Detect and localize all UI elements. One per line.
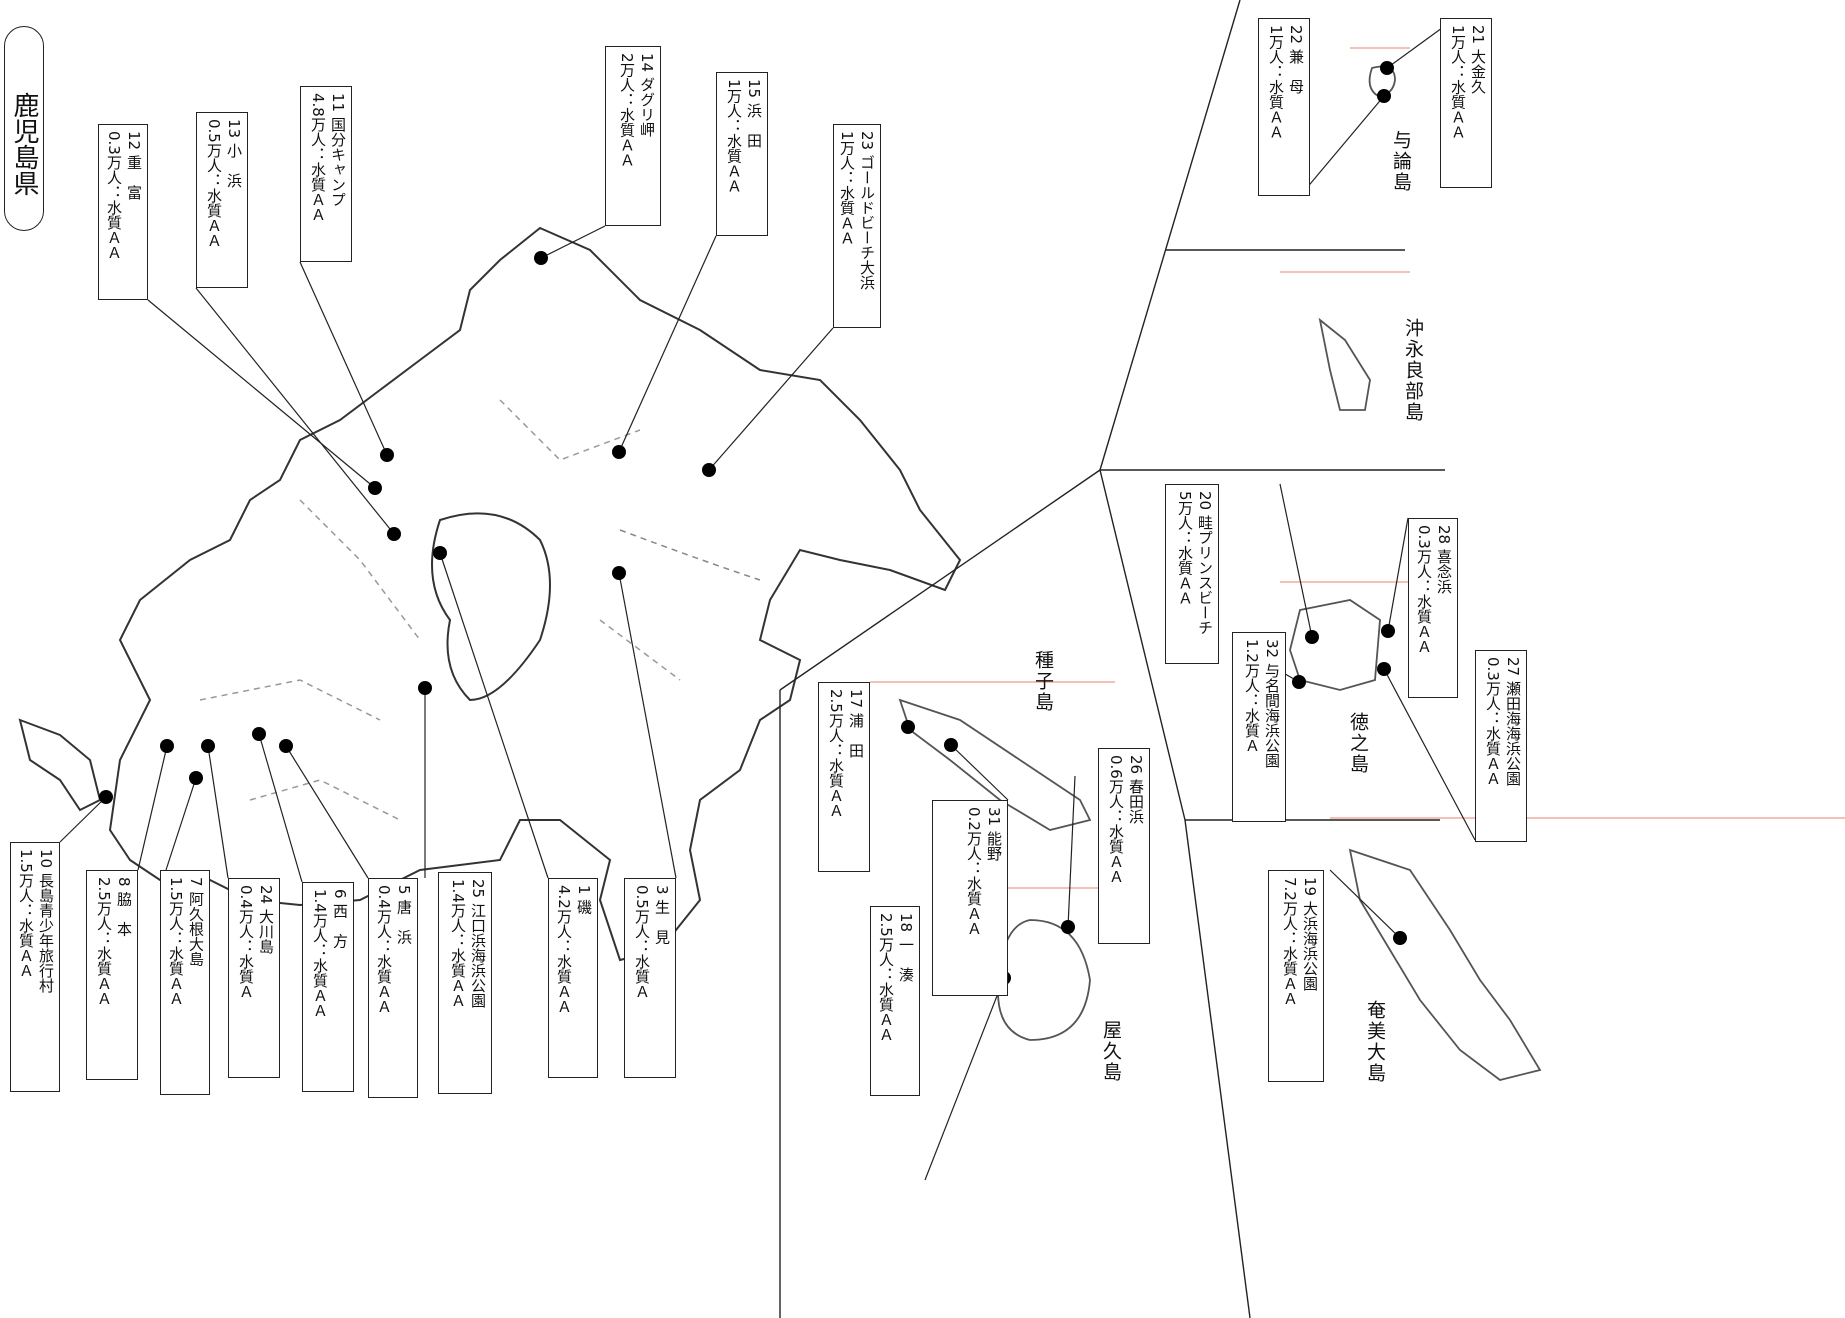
inset-dividers xyxy=(779,0,1445,1318)
osumi-coast xyxy=(619,529,761,581)
point-13 xyxy=(387,527,401,541)
island-label-tanegashima: 種子島 xyxy=(1032,650,1054,713)
nagashima xyxy=(18,718,102,812)
point-14 xyxy=(534,251,548,265)
yakushima-shape xyxy=(997,919,1091,1041)
point-27 xyxy=(1377,662,1391,676)
point-28 xyxy=(1381,624,1395,638)
island-label-amami: 奄美大島 xyxy=(1364,1000,1386,1084)
island-label-okinoerabu: 沖永良部島 xyxy=(1402,318,1424,423)
point-6 xyxy=(252,727,266,741)
point-22 xyxy=(1377,89,1391,103)
island-label-yakushima: 屋久島 xyxy=(1100,1020,1122,1083)
point-23 xyxy=(702,463,716,477)
leader-lines xyxy=(59,27,1476,1181)
mainland xyxy=(18,226,962,962)
point-17 xyxy=(901,720,915,734)
point-20 xyxy=(1305,630,1319,644)
island-label-tokunoshima: 徳之島 xyxy=(1347,712,1369,775)
tanegashima-shape xyxy=(898,698,1092,831)
point-11 xyxy=(380,448,394,462)
point-7 xyxy=(189,771,203,785)
island-label-yoron: 与論島 xyxy=(1390,130,1412,193)
amami-shape xyxy=(1348,848,1542,1081)
islands xyxy=(898,65,1542,1081)
point-1 xyxy=(433,546,447,560)
point-12 xyxy=(368,481,382,495)
okinoerabu-shape xyxy=(1318,317,1371,411)
point-25 xyxy=(418,681,432,695)
point-31 xyxy=(944,738,958,752)
kagoshima-bay xyxy=(431,512,551,702)
inner-boundaries xyxy=(199,399,681,821)
point-10 xyxy=(99,790,113,804)
point-15 xyxy=(612,445,626,459)
point-21 xyxy=(1380,61,1394,75)
prefecture-title: 鹿児島県 xyxy=(4,26,44,231)
point-5 xyxy=(279,739,293,753)
point-19 xyxy=(1393,931,1407,945)
point-26 xyxy=(1061,920,1075,934)
point-24 xyxy=(201,739,215,753)
point-3 xyxy=(612,566,626,580)
point-32 xyxy=(1292,675,1306,689)
point-8 xyxy=(160,739,174,753)
tokunoshima-shape xyxy=(1289,599,1381,691)
